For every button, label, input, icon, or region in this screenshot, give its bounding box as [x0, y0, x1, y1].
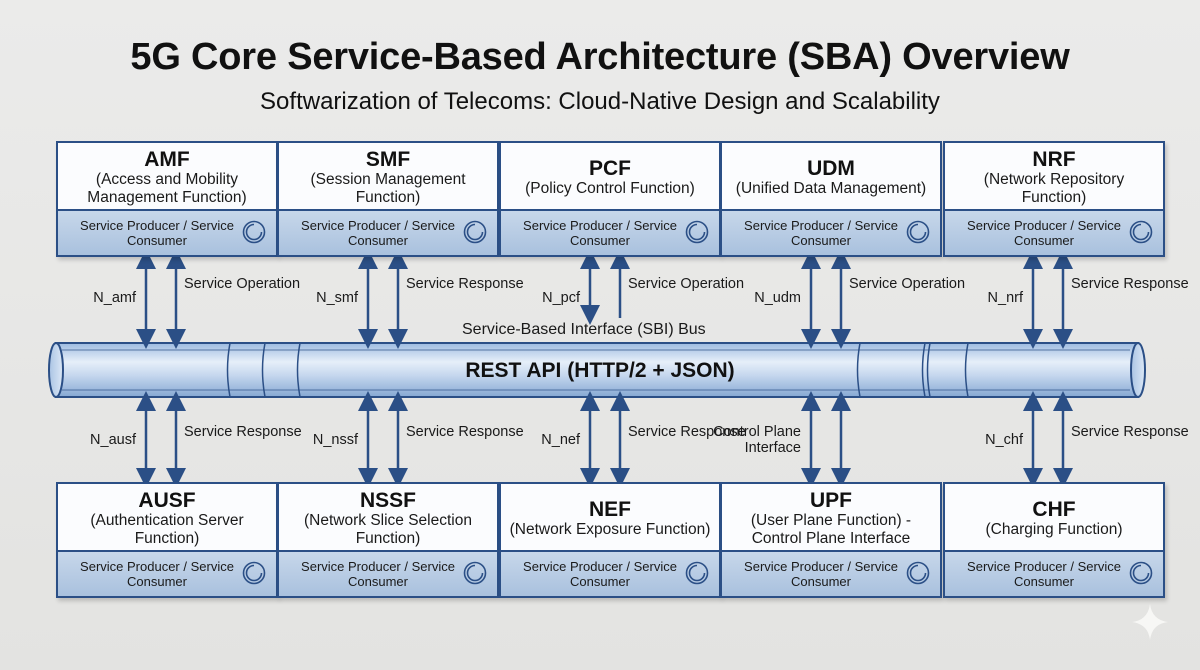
message-label: Service Response	[406, 276, 524, 292]
nf-header: NSSF (Network Slice Selection Function)	[279, 484, 497, 552]
nf-abbr: NSSF	[359, 488, 416, 512]
nf-header: UPF (User Plane Function) - Control Plan…	[722, 484, 940, 552]
message-label: Service Response	[406, 424, 524, 440]
nf-full-name: (Access and Mobility Management Function…	[87, 170, 247, 206]
nf-header: NEF (Network Exposure Function)	[501, 484, 719, 552]
nf-box-chf: CHF (Charging Function) Service Producer…	[943, 482, 1165, 598]
cycle-icon	[685, 561, 709, 585]
nf-header: CHF (Charging Function)	[945, 484, 1163, 552]
interface-label: N_smf	[316, 290, 358, 306]
cycle-icon	[463, 561, 487, 585]
nf-footer: Service Producer / Service Consumer	[722, 209, 940, 255]
interface-label: N_nrf	[987, 290, 1023, 306]
cycle-icon	[906, 220, 930, 244]
diagram-subtitle: Softwarization of Telecoms: Cloud-Native…	[260, 88, 940, 115]
nf-abbr: UPF	[810, 488, 852, 512]
message-label: Service Operation	[849, 276, 966, 292]
nf-role: Service Producer / Service Consumer	[523, 218, 677, 248]
nf-footer: Service Producer / Service Consumer	[722, 550, 940, 596]
cycle-icon	[463, 220, 487, 244]
nf-full-name: (Charging Function)	[985, 520, 1123, 538]
nf-footer: Service Producer / Service Consumer	[279, 550, 497, 596]
nf-header: UDM (Unified Data Management)	[722, 143, 940, 211]
cycle-icon	[242, 220, 266, 244]
nf-role: Service Producer / Service Consumer	[301, 559, 455, 589]
message-label: Service Operation	[628, 276, 745, 292]
nf-header: SMF (Session Management Function)	[279, 143, 497, 211]
interface-label: N_amf	[93, 290, 136, 306]
nf-full-name: (Network Slice Selection Function)	[304, 511, 472, 547]
nf-abbr: CHF	[1032, 497, 1076, 521]
nf-full-name: (Policy Control Function)	[525, 179, 695, 197]
nf-box-nrf: NRF (Network Repository Function) Servic…	[943, 141, 1165, 257]
nf-box-nef: NEF (Network Exposure Function) Service …	[499, 482, 721, 598]
nf-full-name: (Network Repository Function)	[983, 170, 1125, 206]
message-label: Service Response	[184, 424, 302, 440]
sbi-bus-label: Service-Based Interface (SBI) Bus	[462, 321, 706, 338]
interface-label: N_pcf	[542, 290, 580, 306]
interface-label: N_chf	[985, 432, 1023, 448]
nf-role: Service Producer / Service Consumer	[80, 218, 234, 248]
nf-footer: Service Producer / Service Consumer	[58, 209, 276, 255]
nf-footer: Service Producer / Service Consumer	[501, 209, 719, 255]
nf-full-name: (Authentication Server Function)	[90, 511, 244, 547]
nf-role: Service Producer / Service Consumer	[744, 559, 898, 589]
nf-footer: Service Producer / Service Consumer	[945, 550, 1163, 596]
interface-label: N_nssf	[312, 432, 358, 448]
nf-footer: Service Producer / Service Consumer	[501, 550, 719, 596]
nf-role: Service Producer / Service Consumer	[523, 559, 677, 589]
cycle-icon	[242, 561, 266, 585]
nf-box-upf: UPF (User Plane Function) - Control Plan…	[720, 482, 942, 598]
nf-box-nssf: NSSF (Network Slice Selection Function) …	[277, 482, 499, 598]
nf-abbr: UDM	[807, 156, 855, 180]
nf-box-amf: AMF (Access and Mobility Management Func…	[56, 141, 278, 257]
nf-footer: Service Producer / Service Consumer	[279, 209, 497, 255]
nf-full-name: (Unified Data Management)	[735, 179, 927, 197]
nf-role: Service Producer / Service Consumer	[744, 218, 898, 248]
sparkle-icon	[1132, 604, 1168, 640]
nf-header: AUSF (Authentication Server Function)	[58, 484, 276, 552]
diagram-title: 5G Core Service-Based Architecture (SBA)…	[130, 36, 1070, 78]
message-label: Service Response	[628, 424, 746, 440]
nf-full-name: (User Plane Function) - Control Plane In…	[750, 511, 912, 547]
message-label: Service Operation	[184, 276, 301, 292]
cycle-icon	[1129, 561, 1153, 585]
cycle-icon	[1129, 220, 1153, 244]
nf-abbr: SMF	[365, 147, 411, 171]
nf-role: Service Producer / Service Consumer	[80, 559, 234, 589]
nf-header: NRF (Network Repository Function)	[945, 143, 1163, 211]
rest-api-label: REST API (HTTP/2 + JSON)	[465, 359, 735, 382]
interface-label: N_udm	[754, 290, 801, 306]
nf-abbr: PCF	[589, 156, 631, 180]
nf-footer: Service Producer / Service Consumer	[58, 550, 276, 596]
nf-box-ausf: AUSF (Authentication Server Function) Se…	[56, 482, 278, 598]
interface-label: N_ausf	[90, 432, 136, 448]
message-label: Control Plane Interface	[713, 424, 801, 456]
message-label: Service Response	[1071, 424, 1189, 440]
nf-box-smf: SMF (Session Management Function) Servic…	[277, 141, 499, 257]
nf-abbr: AMF	[144, 147, 190, 171]
nf-abbr: NRF	[1032, 147, 1076, 171]
nf-full-name: (Network Exposure Function)	[509, 520, 711, 538]
nf-abbr: AUSF	[138, 488, 196, 512]
cycle-icon	[685, 220, 709, 244]
nf-abbr: NEF	[589, 497, 631, 521]
nf-role: Service Producer / Service Consumer	[967, 218, 1121, 248]
message-label: Service Response	[1071, 276, 1189, 292]
interface-label: N_nef	[541, 432, 580, 448]
nf-footer: Service Producer / Service Consumer	[945, 209, 1163, 255]
nf-box-pcf: PCF (Policy Control Function) Service Pr…	[499, 141, 721, 257]
nf-box-udm: UDM (Unified Data Management) Service Pr…	[720, 141, 942, 257]
nf-full-name: (Session Management Function)	[310, 170, 466, 206]
nf-header: AMF (Access and Mobility Management Func…	[58, 143, 276, 211]
nf-role: Service Producer / Service Consumer	[967, 559, 1121, 589]
nf-header: PCF (Policy Control Function)	[501, 143, 719, 211]
cycle-icon	[906, 561, 930, 585]
nf-role: Service Producer / Service Consumer	[301, 218, 455, 248]
